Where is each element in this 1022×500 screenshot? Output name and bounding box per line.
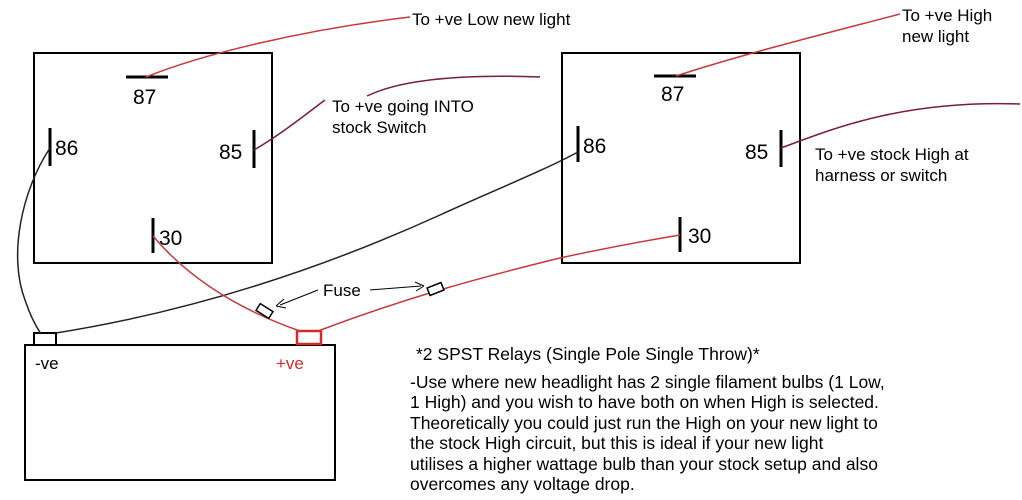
relay-left-box [33, 52, 273, 264]
notes-block: *2 SPST Relays (Single Pole Single Throw… [410, 344, 1010, 495]
battery-pos-terminal [295, 329, 323, 346]
relay-right-pin85-label: 85 [745, 141, 768, 164]
label-low-light: To +ve Low new light [412, 10, 571, 29]
battery-neg-terminal [33, 332, 57, 346]
fuse-arrow-right [369, 285, 422, 291]
relay-left-pin30-label: 30 [159, 227, 182, 250]
label-into-switch-line1: To +ve going INTO [332, 97, 474, 116]
label-stock-high-line1: To +ve stock High at [815, 145, 969, 164]
battery-body [24, 344, 336, 481]
fuse-arrow-right-head [414, 281, 425, 292]
label-stock-high-line2: harness or switch [815, 166, 947, 185]
relay-left-pin87-label: 87 [133, 86, 156, 109]
wire-left-30-to-battery [152, 235, 301, 332]
wire-high-light [675, 13, 901, 77]
label-high-light-line2: new light [902, 27, 969, 46]
notes-line: utilises a higher wattage bulb than your… [410, 453, 878, 474]
wire-ground-left-relay [16, 147, 51, 335]
notes-lines: -Use where new headlight has 2 single fi… [410, 372, 1010, 495]
fuse-right [426, 281, 445, 297]
battery-neg-label: -ve [35, 354, 59, 373]
notes-line: -Use where new headlight has 2 single fi… [410, 371, 885, 392]
wire-right-30-to-battery [317, 234, 681, 332]
relay-right-box [561, 52, 801, 264]
relay-right-pin87-label: 87 [661, 83, 684, 106]
fuse-arrow-left [279, 289, 319, 306]
label-into-switch-line2: stock Switch [332, 118, 426, 137]
notes-line: the stock High circuit, but this is idea… [410, 433, 824, 453]
wire-left-85-switch [253, 99, 326, 151]
fuse-arrow-left-head [275, 298, 287, 309]
wire-right-85-stock-high [780, 102, 1021, 149]
label-high-light-line1: To +ve High [902, 6, 992, 25]
wire-ground-right-relay [55, 151, 579, 334]
relay-right-pin30-label: 30 [688, 225, 711, 248]
relay-left-pin86-label: 86 [55, 137, 78, 160]
wire-stray-top [366, 75, 541, 97]
relay-right-pin86-label: 86 [583, 135, 606, 158]
label-fuse: Fuse [323, 281, 361, 300]
fuse-left [254, 302, 275, 320]
notes-line: 1 High) and you wish to have both on whe… [410, 392, 879, 412]
notes-title: *2 SPST Relays (Single Pole Single Throw… [416, 344, 760, 364]
battery-pos-label: +ve [276, 354, 304, 373]
wire-low-light [145, 16, 411, 78]
relay-left-pin85-label: 85 [219, 141, 242, 164]
notes-line: Theoretically you could just run the Hig… [410, 412, 878, 433]
notes-line: overcomes any voltage drop. [410, 474, 635, 494]
